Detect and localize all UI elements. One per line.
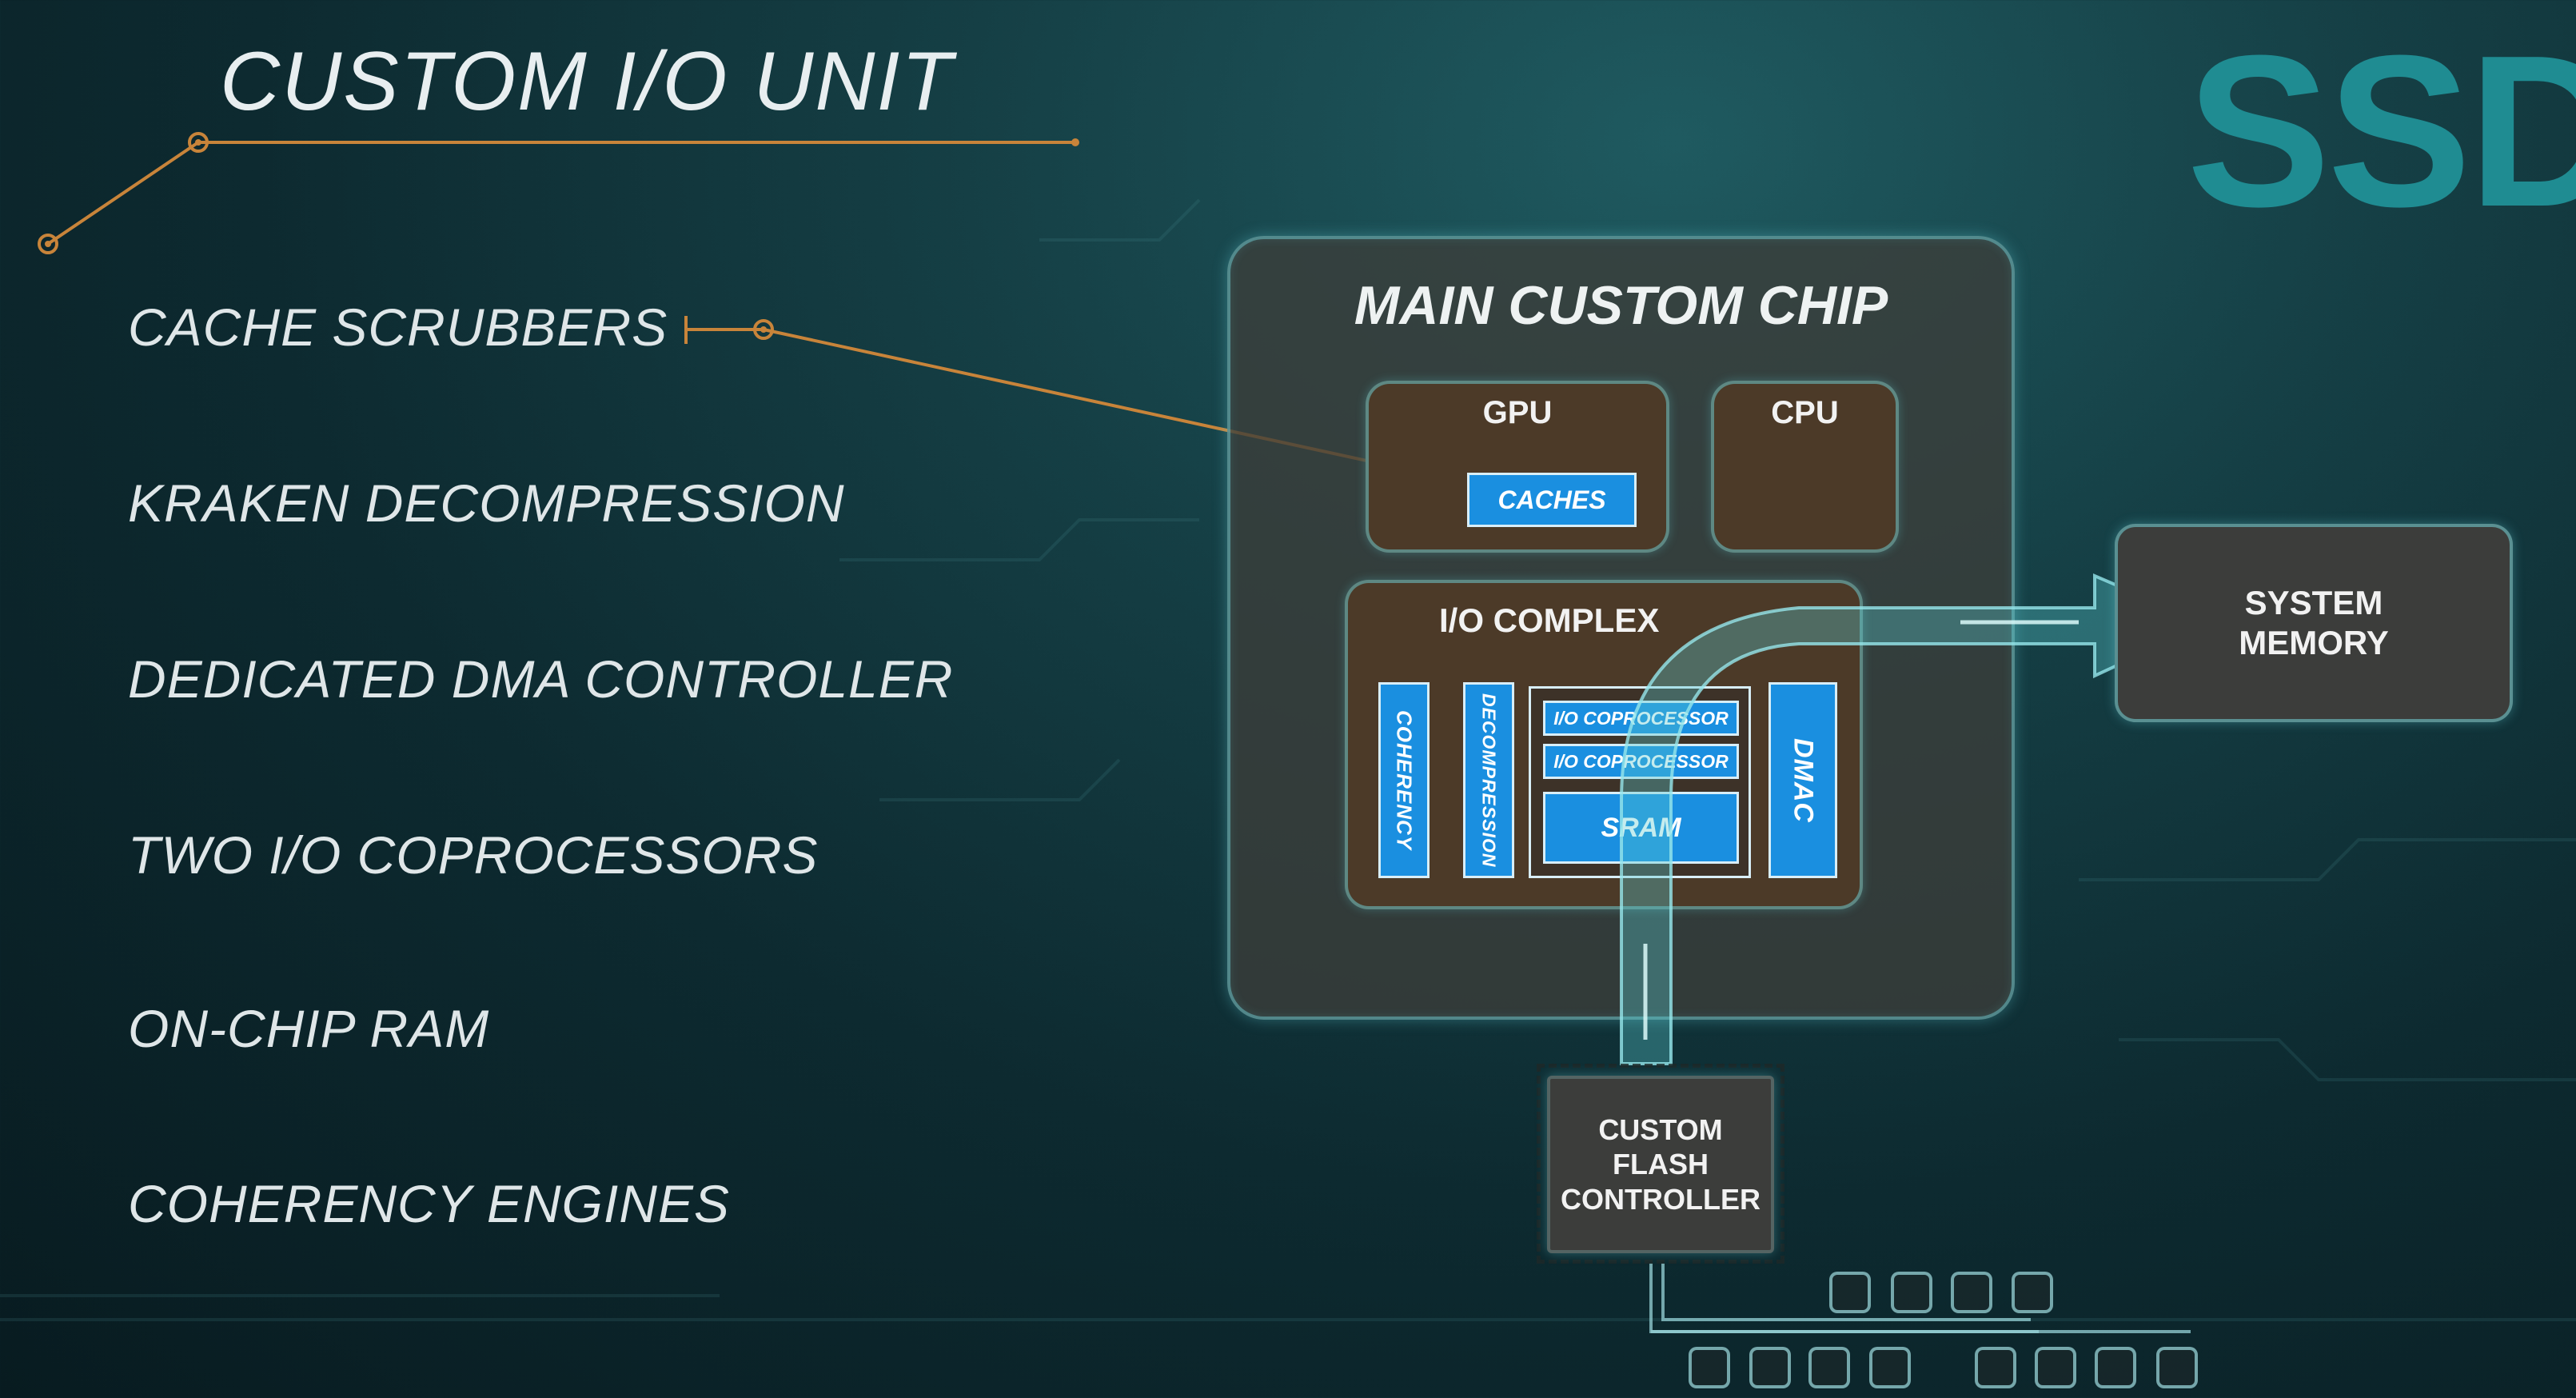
flash-controller-line2: FLASH [1612, 1148, 1709, 1181]
dmac-block: DMAC [1769, 682, 1837, 878]
flash-chip-icon [1869, 1347, 1911, 1388]
flash-controller-pins [1537, 1064, 1784, 1264]
flash-chip-icon [1808, 1347, 1850, 1388]
flash-chip-icon [2012, 1272, 2053, 1313]
feature-on-chip-ram: ON-CHIP RAM [128, 999, 490, 1058]
flash-chip-icon [1829, 1272, 1871, 1313]
system-memory-label-line1: SYSTEM [2244, 583, 2383, 621]
caches-block: CACHES [1467, 473, 1637, 527]
system-memory-box: SYSTEM MEMORY [2115, 524, 2513, 722]
feature-coherency-engines: COHERENCY ENGINES [128, 1174, 730, 1233]
decompression-block: DECOMPRESSION [1463, 682, 1514, 878]
flash-chip-icon [1689, 1347, 1730, 1388]
feature-kraken-decompression: KRAKEN DECOMPRESSION [128, 473, 845, 533]
gpu-label: GPU [1482, 395, 1553, 430]
flash-chip-icon [1749, 1347, 1791, 1388]
feature-dma-controller: DEDICATED DMA CONTROLLER [128, 649, 954, 709]
flash-chip-icon [1951, 1272, 1992, 1313]
system-memory-label-line2: MEMORY [2239, 624, 2389, 661]
feature-cache-scrubbers: CACHE SCRUBBERS [128, 298, 668, 357]
flash-chip-icon [2156, 1347, 2198, 1388]
flash-chip-icon [2095, 1347, 2136, 1388]
flash-chip-icon [1891, 1272, 1932, 1313]
flash-controller-line3: CONTROLLER [1561, 1182, 1761, 1216]
flash-chip-icon [1975, 1347, 2016, 1388]
flash-controller-box: CUSTOM FLASH CONTROLLER [1547, 1076, 1774, 1253]
feature-io-coprocessors: TWO I/O COPROCESSORS [128, 825, 819, 885]
io-coprocessor-1-block: I/O COPROCESSOR [1543, 701, 1739, 736]
sram-block: SRAM [1543, 792, 1739, 864]
flash-chip-icon [2035, 1347, 2076, 1388]
io-complex-label: I/O COMPLEX [1439, 601, 1660, 639]
ssd-logo: SSD [2187, 11, 2576, 252]
slide-title: CUSTOM I/O UNIT [220, 35, 954, 128]
cpu-label: CPU [1771, 395, 1839, 430]
main-custom-chip-label: MAIN CUSTOM CHIP [1354, 275, 1888, 336]
flash-controller-line1: CUSTOM [1598, 1113, 1723, 1147]
cpu-box [1711, 381, 1899, 553]
io-coprocessor-2-block: I/O COPROCESSOR [1543, 744, 1739, 779]
coherency-block: COHERENCY [1378, 682, 1430, 878]
